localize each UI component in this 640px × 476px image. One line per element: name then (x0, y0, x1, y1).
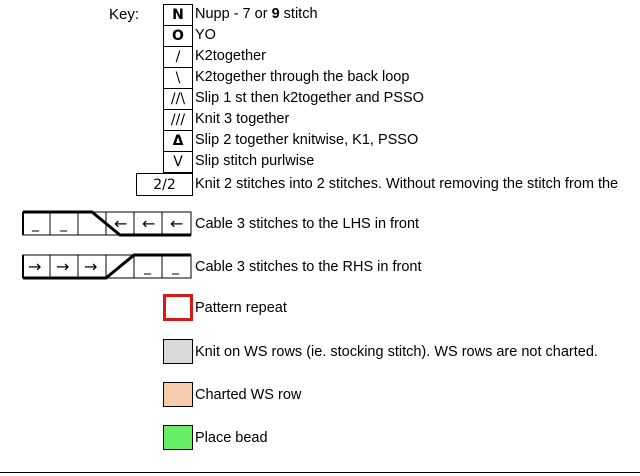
cable-lhs-arrow-3: ← (170, 214, 184, 233)
key-symbol-sk2p: //\ (163, 88, 193, 110)
bottom-divider (0, 472, 640, 473)
place-bead-swatch (163, 425, 193, 450)
cable-lhs-cell-2: _ (60, 216, 67, 232)
cable-rhs-desc: Cable 3 stitches to the RHS in front (195, 259, 422, 275)
key-desc-sk2p: Slip 1 st then k2together and PSSO (195, 90, 424, 106)
cable-lhs-symbol: _ _ ← ← ← (22, 210, 193, 238)
knit-ws-swatch (163, 339, 193, 364)
cable-rhs-arrow-3: → (84, 257, 98, 276)
key-symbol-2-2: 2/2 (136, 173, 193, 196)
key-desc-nupp-bold: 9 (271, 6, 280, 22)
key-desc-s2kp: Slip 2 together knitwise, K1, PSSO (195, 132, 419, 148)
cable-rhs-symbol: → → → _ _ (22, 253, 193, 281)
key-symbol-k3tog: /// (163, 109, 193, 131)
cable-rhs-cell-6: _ (172, 259, 179, 275)
cable-rhs-graphic (22, 253, 192, 280)
pattern-repeat-swatch (163, 294, 193, 321)
pattern-repeat-label: Pattern repeat (195, 300, 287, 316)
cable-rhs-arrow-2: → (56, 257, 70, 276)
key-desc-nupp: Nupp - 7 or 9 stitch (195, 5, 318, 23)
key-desc-yo: YO (195, 27, 216, 43)
cable-lhs-cell-1: _ (32, 216, 39, 232)
key-desc-slip-purlwise: Slip stitch purlwise (195, 153, 315, 169)
key-desc-2-2: Knit 2 stitches into 2 stitches. Without… (195, 176, 619, 192)
key-symbol-yo: O (163, 25, 193, 47)
key-symbol-slip-purlwise: V (163, 151, 193, 173)
charted-ws-label: Charted WS row (195, 387, 302, 403)
cable-lhs-arrow-2: ← (142, 214, 156, 233)
key-symbol-s2kp: Δ (163, 130, 193, 152)
cable-rhs-cell-5: _ (144, 259, 151, 275)
cable-lhs-desc: Cable 3 stitches to the LHS in front (195, 216, 420, 232)
key-symbol-k2tog: / (163, 46, 193, 68)
knit-ws-label: Knit on WS rows (ie. stocking stitch). W… (195, 344, 598, 360)
key-symbol-nupp: N (163, 4, 193, 26)
key-symbol-k2tog-tbl: \ (163, 67, 193, 89)
key-desc-k3tog: Knit 3 together (195, 111, 290, 127)
cable-lhs-graphic (22, 210, 192, 237)
key-desc-k2tog: K2together (195, 48, 266, 64)
key-title: Key: (109, 6, 140, 23)
key-desc-k2tog-tbl: K2together through the back loop (195, 69, 410, 85)
cable-lhs-arrow-1: ← (114, 214, 128, 233)
key-desc-nupp-pre: Nupp - 7 or (195, 6, 272, 22)
key-desc-nupp-post: stitch (279, 6, 318, 22)
cable-rhs-arrow-1: → (28, 257, 42, 276)
place-bead-label: Place bead (195, 430, 268, 446)
charted-ws-swatch (163, 382, 193, 407)
